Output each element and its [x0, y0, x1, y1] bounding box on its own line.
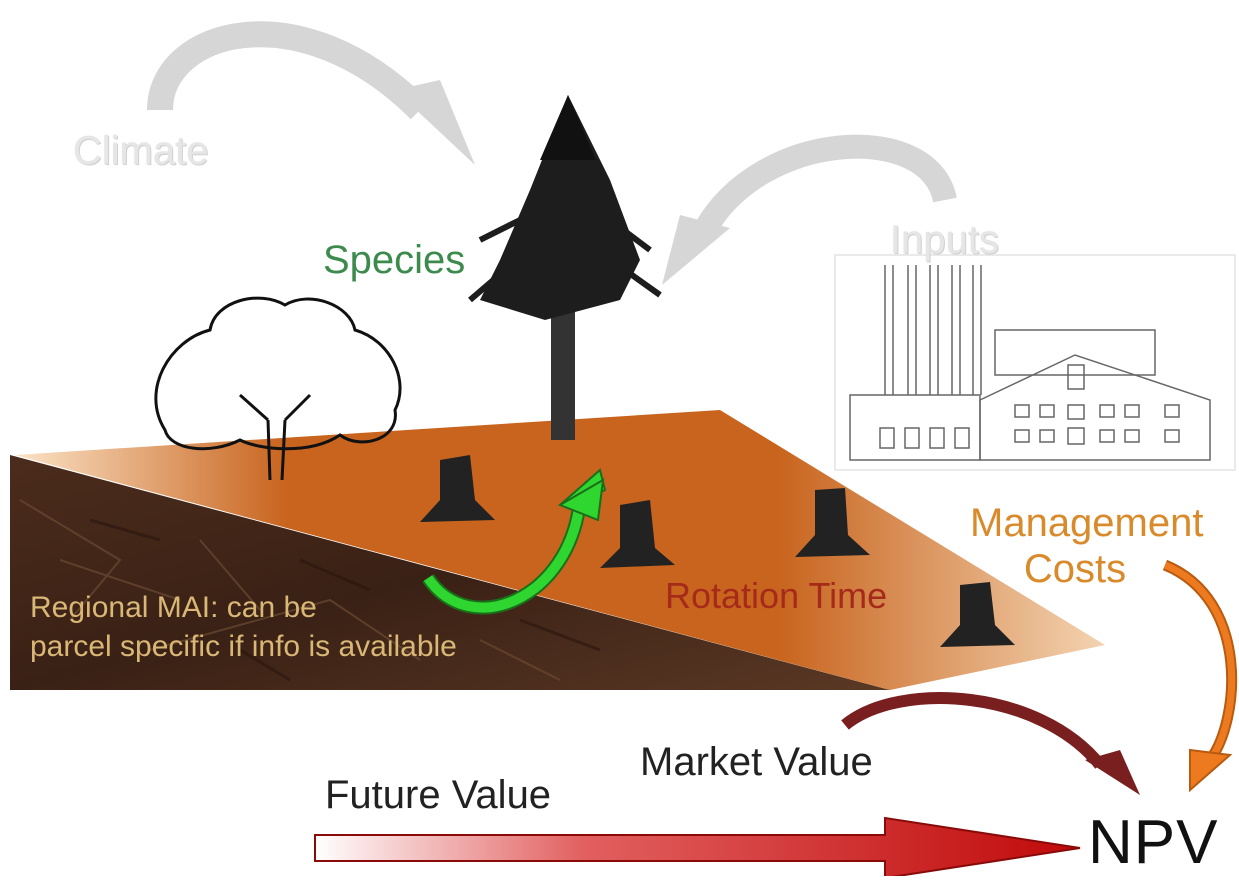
inputs-label: Inputs: [890, 218, 999, 262]
market-value-label: Market Value: [640, 740, 873, 784]
conifer-tree-icon: [468, 95, 662, 440]
curved-arrow-icon: [147, 21, 475, 165]
tree-stump-icon: [940, 582, 1015, 647]
mai-label-line1: Regional MAI: can be: [30, 591, 317, 624]
future-value-label: Future Value: [325, 773, 552, 817]
management-label-line2: Costs: [1023, 547, 1127, 591]
mai-label-line2: parcel specific if info is available: [30, 630, 457, 663]
npv-label: NPV: [1088, 808, 1219, 877]
curved-arrow-icon: [662, 134, 957, 285]
regional-mai-label: Regional MAI: can be parcel specific if …: [30, 588, 590, 666]
climate-label: Climate: [73, 129, 209, 173]
management-label-line1: Management: [970, 501, 1204, 545]
sawmill-drawing-icon: [834, 254, 1236, 471]
soil-block: [10, 455, 890, 690]
deciduous-tree-icon: [154, 296, 402, 481]
straight-arrow-icon: [314, 816, 1081, 880]
rotation-time-label: Rotation Time: [665, 575, 888, 616]
tree-stump-icon: [795, 488, 870, 557]
curved-arrow-icon: [841, 692, 1140, 795]
management-costs-label: Management Costs: [970, 500, 1204, 592]
species-label: Species: [323, 238, 466, 282]
tree-stump-icon: [600, 500, 675, 568]
tree-stump-icon: [420, 455, 495, 522]
curved-arrow-icon: [422, 468, 607, 615]
curved-arrow-icon: [1162, 559, 1238, 793]
